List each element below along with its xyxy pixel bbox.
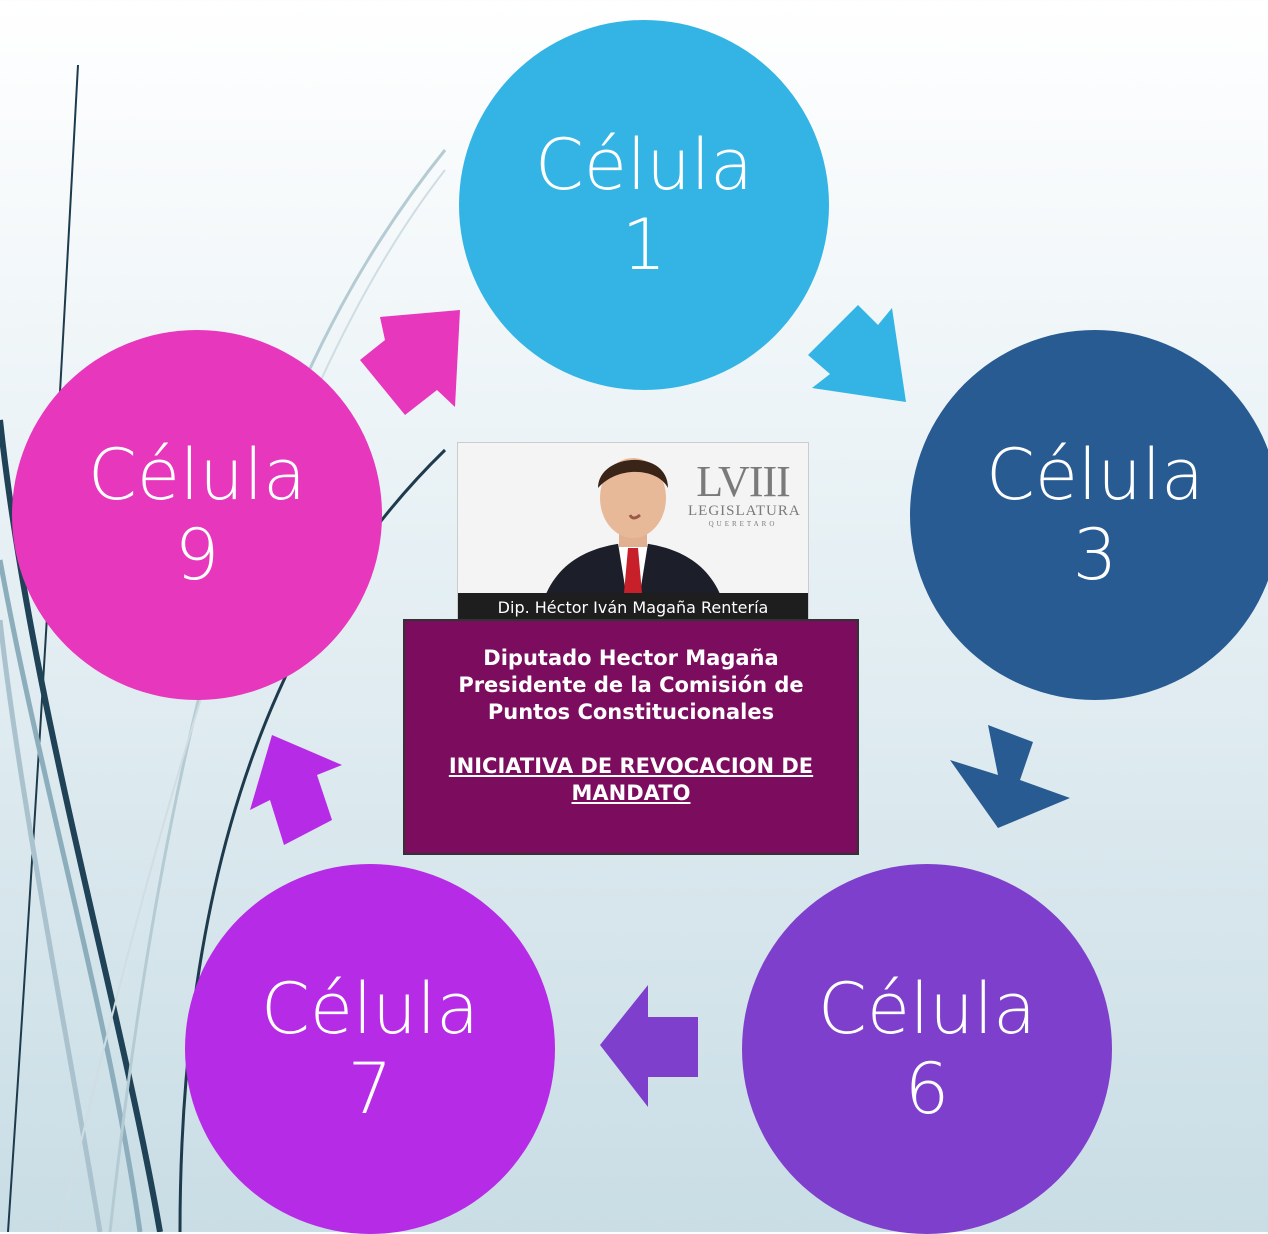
- cell-6-circle: Célula 6: [742, 864, 1112, 1234]
- arrow-cell6-to-cell7: [600, 985, 698, 1107]
- cell-6-label: Célula: [817, 967, 1037, 1050]
- cell-1-circle: Célula 1: [459, 20, 829, 390]
- initiative-link-line-2: MANDATO: [571, 781, 691, 805]
- info-line-2: Presidente de la Comisión de: [458, 673, 804, 697]
- cell-9-number: 9: [174, 514, 220, 596]
- legislatura-logo: LVIII LEGISLATURA QUERETARO: [688, 457, 801, 529]
- photo-caption: Dip. Héctor Iván Magaña Rentería: [458, 593, 808, 621]
- cell-7-label: Célula: [260, 967, 480, 1050]
- cell-9-label: Célula: [87, 433, 307, 516]
- info-line-3: Puntos Constitucionales: [487, 700, 775, 724]
- initiative-link[interactable]: INICIATIVA DE REVOCACION DE MANDATO: [405, 753, 857, 807]
- cell-3-number: 3: [1072, 514, 1118, 596]
- arrow-cell3-to-cell6: [950, 725, 1070, 828]
- initiative-link-line-1: INICIATIVA DE REVOCACION DE: [448, 754, 814, 778]
- cell-1-number: 1: [621, 204, 667, 286]
- cell-1-label: Célula: [534, 123, 754, 206]
- deputy-photo: LVIII LEGISLATURA QUERETARO Dip. Héctor …: [457, 442, 809, 622]
- cell-7-circle: Célula 7: [185, 864, 555, 1234]
- cell-7-number: 7: [347, 1048, 393, 1130]
- cell-3-label: Célula: [985, 433, 1205, 516]
- cell-9-circle: Célula 9: [12, 330, 382, 700]
- cell-6-number: 6: [904, 1048, 950, 1130]
- arrow-cell7-to-cell9: [250, 735, 342, 845]
- info-box: Diputado Hector Magaña Presidente de la …: [403, 619, 859, 855]
- info-line-1: Diputado Hector Magaña: [483, 646, 779, 670]
- cell-3-circle: Célula 3: [910, 330, 1268, 700]
- arrow-cell9-to-cell1: [360, 310, 460, 415]
- arrow-cell1-to-cell3: [808, 305, 906, 402]
